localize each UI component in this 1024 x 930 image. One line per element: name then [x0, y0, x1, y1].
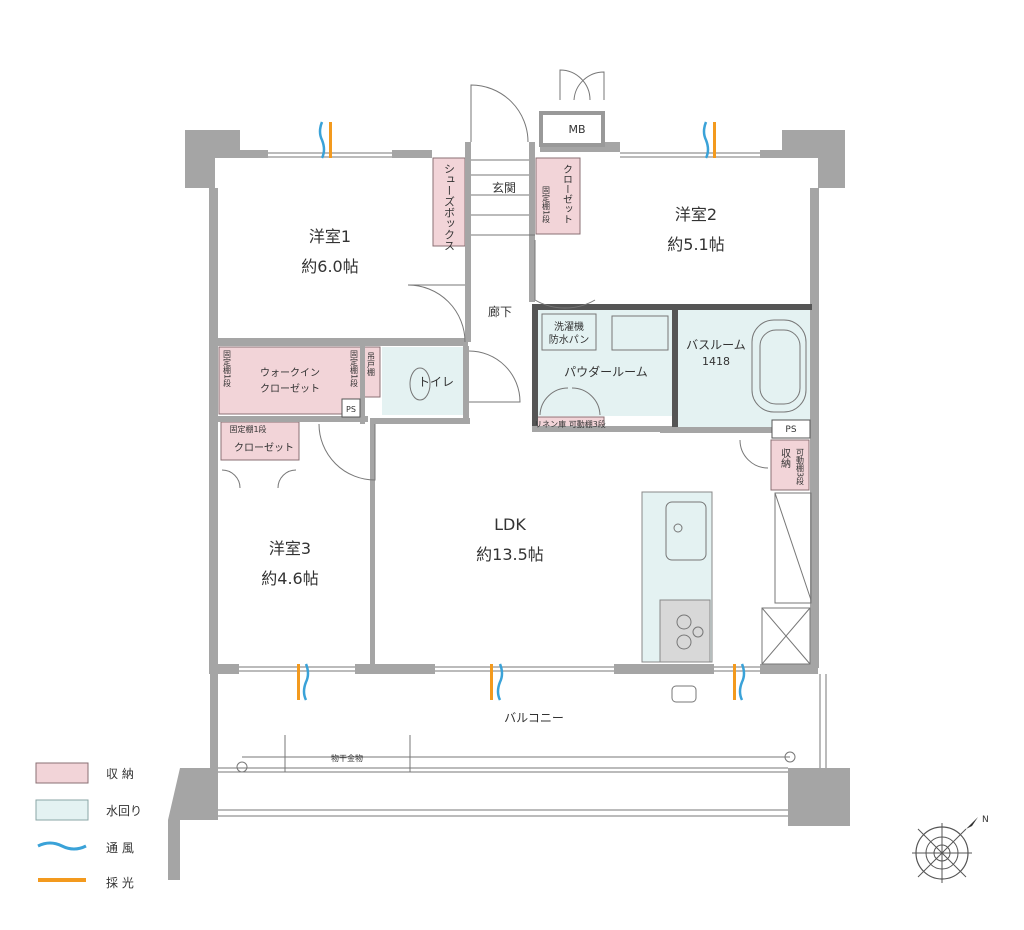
ps-box-1	[341, 398, 361, 418]
legend-storage-swatch	[35, 762, 89, 784]
storage-labels: シューズボックス クローゼット 固定棚1段 ウォークイン クローゼット 固定棚1…	[223, 163, 805, 486]
western2-size: 約5.1帖	[667, 235, 724, 254]
movable-shelf-right-label: 可動棚3段	[796, 448, 805, 486]
legend-storage-label: 収 納	[106, 767, 134, 781]
closet3-label: クローゼット	[234, 442, 294, 454]
room-fills	[218, 157, 810, 663]
wic-shelf-right-label: 固定棚1段	[350, 350, 359, 388]
entrance-label: 玄関	[492, 180, 516, 195]
mb-box	[539, 111, 605, 147]
storage-right-area	[770, 439, 810, 491]
closet3-area	[220, 421, 300, 461]
western3-name: 洋室3	[269, 539, 311, 558]
washer-label-2: 防水パン	[549, 333, 590, 346]
compass-north-label: N	[982, 815, 989, 825]
ps-label-2: PS	[785, 425, 796, 435]
airflow-light-markers	[297, 121, 746, 701]
ps-box-2	[771, 419, 811, 439]
shoe-box-area	[432, 157, 466, 247]
bathroom-label: バスルーム	[686, 338, 746, 352]
storage-right-label: 収納	[779, 448, 791, 469]
mb-label: MB	[568, 123, 585, 136]
ldk-name: LDK	[494, 515, 526, 534]
room-labels: 洋室1 約6.0帖 洋室2 約5.1帖 洋室3 約4.6帖 LDK 約13.5帖…	[261, 180, 746, 725]
western1-name: 洋室1	[309, 227, 351, 246]
wic-label-2: クローゼット	[260, 383, 320, 395]
wic-shelf-left-label: 固定棚1段	[223, 350, 232, 388]
compass: N	[912, 815, 989, 883]
closet-top-area	[535, 157, 581, 235]
legend-water-label: 水回り	[106, 804, 142, 818]
window-lines	[218, 152, 827, 817]
washer-label-1: 洗濯機	[554, 320, 584, 333]
western3-size: 約4.6帖	[261, 569, 318, 588]
legend-wind-label: 通 風	[106, 841, 134, 855]
walls	[168, 111, 850, 880]
toilet-area	[382, 347, 464, 415]
western2-name: 洋室2	[675, 205, 717, 224]
closet-top-label: クローゼット	[561, 164, 573, 224]
fixture-labels: MB PS PS 洗濯機 防水パン 物干金物	[331, 123, 797, 763]
hallway-label: 廊下	[488, 304, 512, 319]
legend-light-icon	[38, 878, 86, 882]
legend-wind-icon	[37, 841, 87, 851]
linen-label: リネン庫 可動棚3段	[534, 419, 606, 429]
door-swings	[221, 69, 769, 489]
wic-label-1: ウォークイン	[260, 367, 320, 379]
shoe-box-label: シューズボックス	[443, 163, 456, 251]
powder-room-label: パウダールーム	[564, 364, 648, 379]
western1-size: 約6.0帖	[301, 257, 358, 276]
bathroom-area	[678, 306, 810, 428]
closet-top-shelf-label: 固定棚1段	[542, 186, 551, 224]
hinged-shelf-label: 吊戸棚	[367, 352, 376, 377]
ldk-size: 約13.5帖	[476, 545, 544, 564]
legend-water-swatch	[35, 799, 89, 821]
powder-room-area	[536, 310, 674, 416]
bathroom-size: 1418	[702, 355, 730, 368]
toilet-label: トイレ	[418, 375, 454, 389]
balcony-label: バルコニー	[504, 711, 564, 725]
legend-light-label: 採 光	[106, 876, 134, 890]
compass-north-arrow-icon	[966, 817, 978, 829]
laundry-hardware-label: 物干金物	[331, 753, 363, 763]
ps-label-1: PS	[346, 405, 356, 414]
closet3-shelf-label: 固定棚1段	[229, 424, 266, 434]
legend: 収 納 水回り 通 風 採 光	[35, 762, 142, 890]
walk-in-closet-area	[218, 346, 362, 415]
